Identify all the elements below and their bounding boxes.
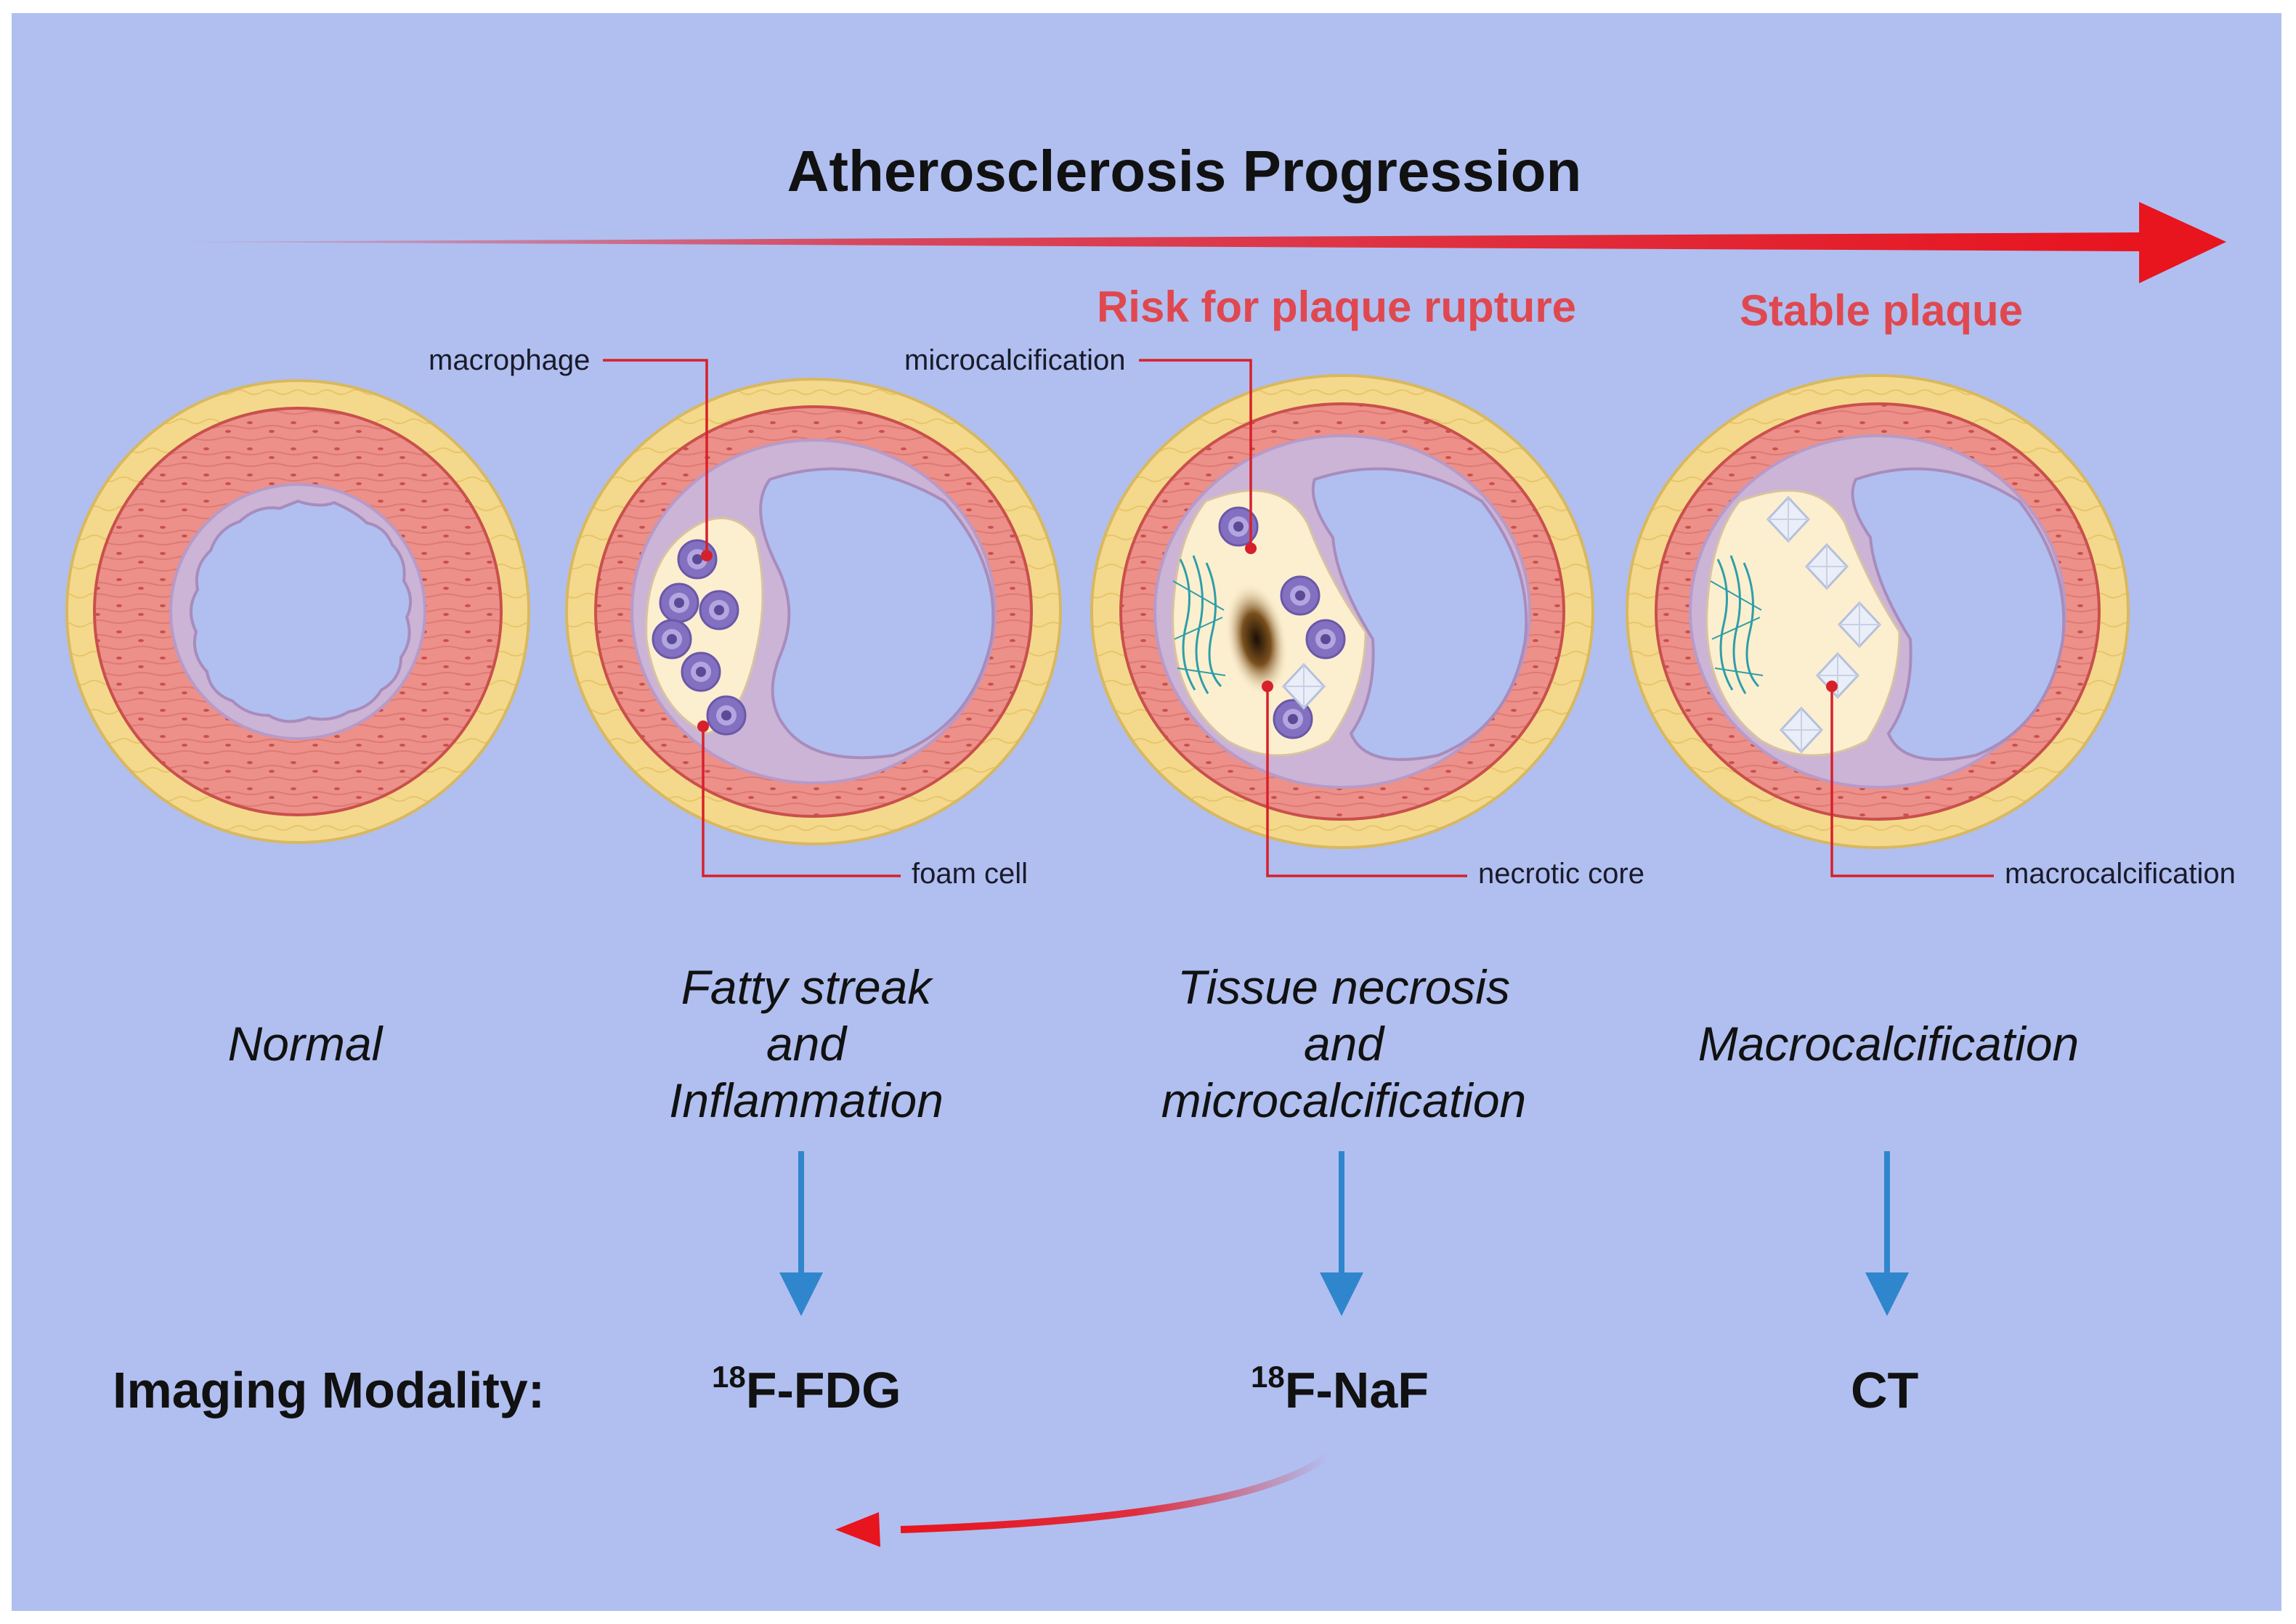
imaging-modality-label: Imaging Modality: — [113, 1362, 545, 1418]
vessel-fatty-streak — [565, 378, 1062, 845]
modality-naf: 18F-NaF — [1251, 1361, 1429, 1419]
callout-lines — [603, 359, 1994, 877]
vessel-macrocalcification — [1626, 374, 2130, 849]
feedback-arrow — [835, 1452, 1332, 1547]
progression-arrow — [163, 202, 2226, 283]
callout-macrocalcification: macrocalcification — [2005, 858, 2236, 890]
vessel-normal — [65, 379, 530, 844]
stage-fatty-streak: Fatty streak and Inflammation — [588, 959, 1024, 1129]
stage-fatty-streak-line1: Fatty streak — [681, 960, 932, 1014]
fdg-isotope-superscript: 18 — [712, 1360, 746, 1394]
risk-rupture-label: Risk for plaque rupture — [1096, 283, 1577, 331]
stage-necrosis: Tissue necrosis and microcalcification — [1111, 959, 1576, 1129]
modality-fdg: 18F-FDG — [712, 1361, 901, 1419]
stage-macrocalcification: Macrocalcification — [1697, 1017, 2080, 1071]
imaging-arrows — [779, 1151, 1909, 1316]
callout-macrophage: macrophage — [429, 344, 591, 376]
stable-plaque-label: Stable plaque — [1739, 286, 2024, 335]
callout-microcalcification: microcalcification — [904, 344, 1126, 376]
figure-title: Atherosclerosis Progression — [787, 139, 1582, 203]
callout-foam-cell: foam cell — [912, 858, 1029, 890]
naf-text: F-NaF — [1284, 1362, 1429, 1418]
callout-necrotic-core: necrotic core — [1478, 858, 1644, 890]
stage-fatty-streak-line3: Inflammation — [669, 1073, 944, 1127]
stage-necrosis-line3: microcalcification — [1161, 1073, 1527, 1127]
stage-necrosis-line2: and — [1303, 1017, 1384, 1071]
vessel-necrosis — [1090, 374, 1594, 849]
stage-fatty-streak-line2: and — [766, 1017, 847, 1071]
modality-ct: CT — [1851, 1362, 1919, 1418]
stage-normal: Normal — [227, 1017, 383, 1071]
naf-isotope-superscript: 18 — [1251, 1360, 1285, 1394]
callout-dots — [697, 543, 1838, 732]
fdg-text: F-FDG — [745, 1362, 901, 1418]
stage-necrosis-line1: Tissue necrosis — [1177, 960, 1510, 1014]
